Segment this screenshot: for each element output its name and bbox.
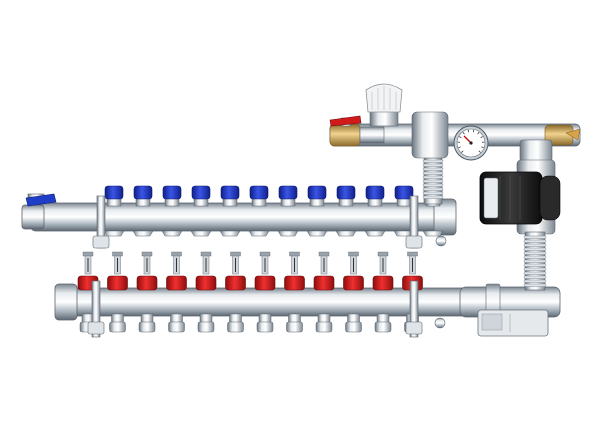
circuit-outlet — [315, 313, 333, 333]
circuit-outlet — [256, 313, 274, 333]
circuit-outlet — [286, 313, 303, 333]
return-flowmeter — [343, 251, 364, 291]
return-actuator-box — [477, 309, 549, 337]
supply-valve-cap — [190, 185, 212, 237]
circuit-outlet — [374, 313, 392, 333]
supply-valve-cap — [132, 185, 154, 237]
return-flowmeter — [254, 251, 276, 291]
circuit-outlet — [197, 313, 215, 333]
thermostatic-valve-head — [365, 83, 403, 127]
return-manifold-bar — [54, 283, 561, 321]
mounting-brackets — [87, 195, 447, 338]
return-flowmeter — [136, 251, 158, 291]
return-flowmeter — [313, 251, 335, 291]
return-flowmeter — [107, 251, 128, 291]
temperature-gauge — [453, 125, 489, 161]
supply-valve-cap — [364, 185, 386, 237]
mixing-ball-valve-handle — [329, 115, 362, 127]
circulation-pump — [479, 159, 561, 235]
supply-valve-cap — [219, 185, 241, 237]
supply-valve-cap — [103, 185, 125, 237]
circuit-outlets — [79, 313, 421, 333]
return-flowmeter — [195, 251, 217, 291]
circuit-outlet — [138, 313, 156, 333]
return-flowmeter — [166, 251, 187, 291]
mixing-assembly — [329, 111, 581, 163]
supply-valve-cap — [306, 185, 328, 237]
supply-manifold-bar — [21, 198, 457, 236]
circuit-outlet — [109, 313, 126, 333]
circuit-outlet — [345, 313, 362, 333]
supply-valve-cap — [161, 185, 183, 237]
return-riser — [523, 231, 547, 291]
return-flowmeter — [284, 251, 305, 291]
supply-valve-cap — [277, 185, 299, 237]
return-flowmeter — [372, 251, 394, 291]
return-flowmeters — [77, 251, 423, 291]
supply-riser — [422, 157, 444, 205]
circuit-outlet — [168, 313, 185, 333]
supply-ball-valve-handle — [25, 193, 57, 207]
return-flowmeter — [225, 251, 246, 291]
supply-valve-cap — [335, 185, 357, 237]
circuit-outlet — [227, 313, 244, 333]
supply-valve-cap — [248, 185, 270, 237]
